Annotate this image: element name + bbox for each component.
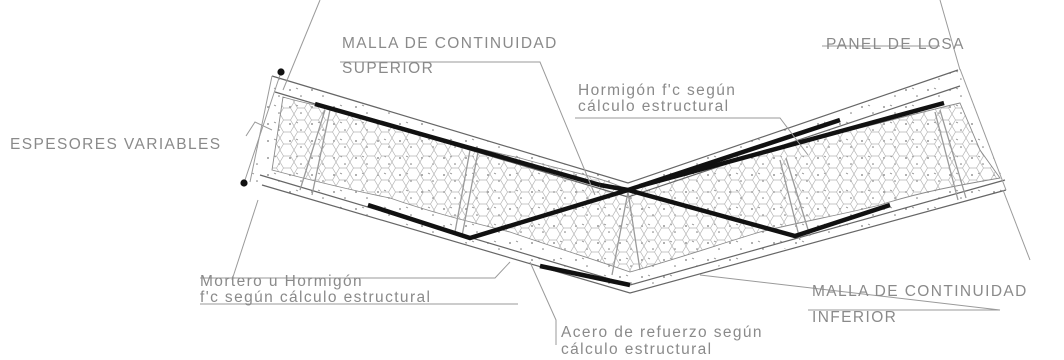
label-mortero-2: f'c según cálculo estructural <box>200 289 431 306</box>
concrete-topping <box>250 69 1006 290</box>
label-malla-inferior-1: MALLA DE CONTINUIDAD <box>812 283 1028 300</box>
label-mortero-1: Mortero u Hormigón <box>200 273 363 290</box>
leader-lines <box>200 0 1031 345</box>
thickness-top-dot <box>277 68 285 76</box>
label-hormigon-2: cálculo estructural <box>578 98 730 115</box>
truss-connectors <box>299 109 967 276</box>
thickness-bottom-dot <box>240 179 248 187</box>
label-espesores: ESPESORES VARIABLES <box>10 136 222 153</box>
label-malla-superior-1: MALLA DE CONTINUIDAD <box>342 35 558 52</box>
label-malla-inferior-2: INFERIOR <box>812 309 897 326</box>
eps-core <box>271 96 1001 273</box>
label-panel-losa: PANEL DE LOSA <box>826 36 965 53</box>
label-malla-superior-2: SUPERIOR <box>342 60 434 77</box>
label-acero-1: Acero de refuerzo según <box>561 324 763 341</box>
thickness-markers <box>240 68 285 187</box>
continuity-mesh-bars <box>314 100 945 288</box>
label-hormigon-1: Hormigón f'c según <box>578 82 736 99</box>
label-acero-2: cálculo estructural <box>561 341 713 358</box>
